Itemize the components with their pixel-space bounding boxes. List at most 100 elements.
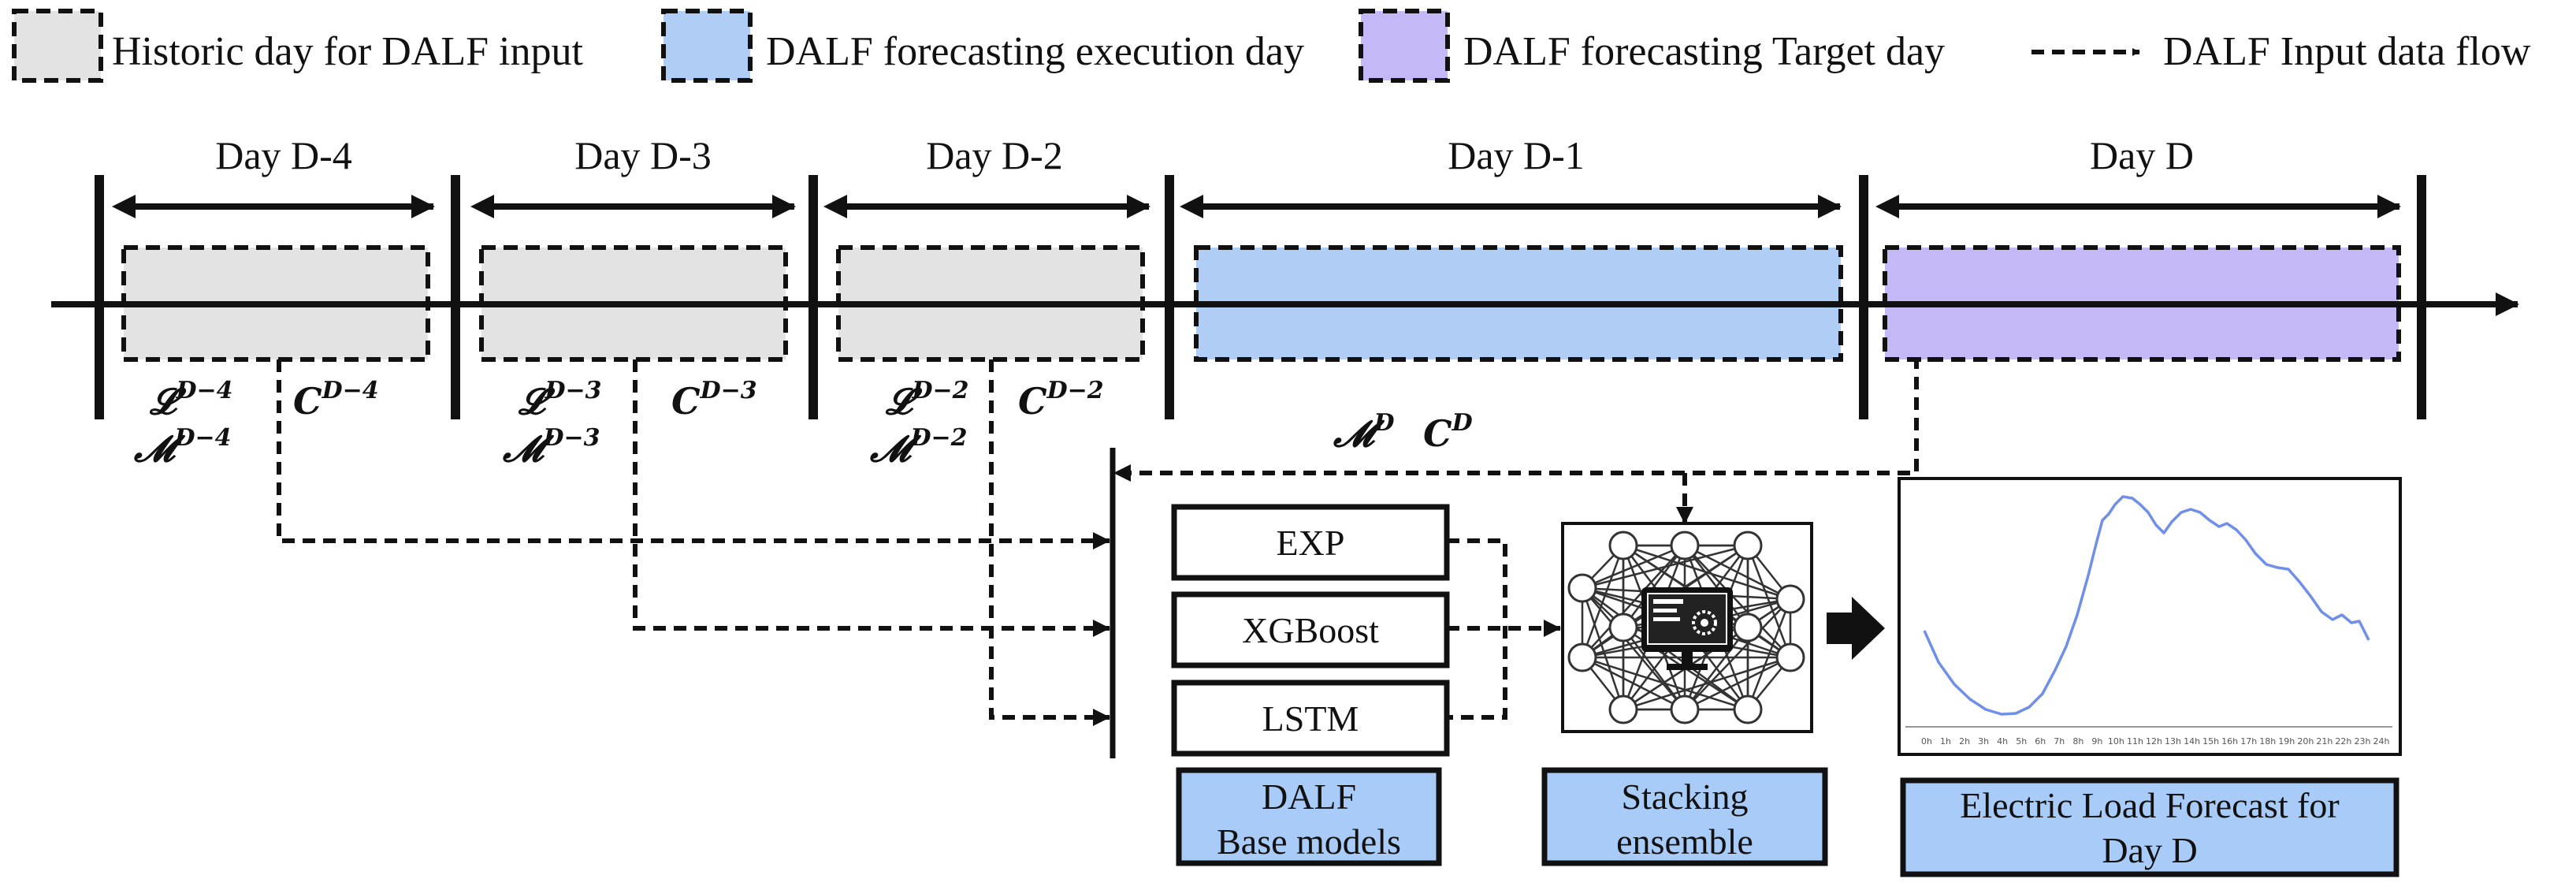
input-variables-d4: 𝓛D−4 𝓜D−4 𝑪D−4	[133, 377, 379, 470]
computer-icon	[1641, 587, 1733, 670]
flow-d3-to-xgboost	[633, 359, 1110, 637]
x-tick-label: 9h	[2091, 736, 2102, 747]
network-edge	[1582, 544, 1686, 590]
x-tick-label: 20h	[2297, 736, 2314, 747]
stacking-ensemble-network	[1561, 522, 1813, 733]
network-node	[1670, 531, 1700, 560]
svg-text:𝑪D−3: 𝑪D−3	[671, 377, 757, 423]
network-edge	[1684, 598, 1791, 710]
calendar-symbol: 𝑪	[293, 380, 322, 423]
model-box-lstm	[1171, 680, 1450, 757]
network-node	[1608, 694, 1638, 724]
day-label-d4: Day D-4	[215, 133, 352, 177]
network-node	[1608, 531, 1638, 560]
model-label-exp: EXP	[1277, 523, 1345, 563]
x-tick-label: 2h	[1959, 736, 1970, 747]
superscript: D−4	[322, 377, 379, 404]
network-node	[1775, 584, 1805, 614]
day-label-d3: Day D-3	[574, 133, 712, 177]
x-tick-label: 5h	[2016, 736, 2027, 747]
network-edge	[1746, 545, 1792, 658]
legend-swatch-execution	[661, 9, 753, 83]
superscript: D	[1452, 409, 1473, 437]
svg-text:𝓛D−4: 𝓛D−4	[149, 377, 232, 423]
legend-label-execution: DALF forecasting execution day	[766, 29, 1304, 74]
network-edge	[1581, 587, 1625, 710]
network-edge	[1684, 656, 1791, 711]
forecast-label-line1: Electric Load Forecast for	[1960, 785, 2340, 825]
forecast-chart-frame	[1898, 477, 2402, 756]
network-edge	[1684, 627, 1749, 710]
x-tick-label: 19h	[2278, 736, 2295, 747]
network-node	[1733, 613, 1763, 642]
base-models-label-box	[1176, 767, 1442, 866]
calendar-symbol: 𝑪	[1018, 380, 1047, 423]
model-box-exp	[1171, 504, 1450, 581]
calendar-symbol: 𝑪	[1423, 412, 1452, 455]
network-edge	[1684, 545, 1791, 658]
x-tick-label: 1h	[1940, 736, 1951, 747]
superscript: D−3	[543, 424, 600, 452]
network-edge	[1684, 545, 1749, 628]
svg-text:𝑪D−2: 𝑪D−2	[1018, 377, 1104, 423]
x-tick-label: 10h	[2108, 736, 2124, 747]
stacking-label-line2: ensemble	[1616, 821, 1753, 862]
stacking-label-box	[1541, 767, 1828, 866]
model-label-xgboost: XGBoost	[1242, 610, 1379, 650]
network-node	[1775, 642, 1805, 672]
svg-text:𝓜D: 𝓜D	[1333, 409, 1395, 455]
x-tick-label: 23h	[2354, 736, 2370, 747]
network-node	[1567, 573, 1597, 603]
svg-text:𝑪D−4: 𝑪D−4	[293, 377, 379, 423]
superscript: D	[1373, 409, 1395, 437]
x-tick-label: 22h	[2335, 736, 2351, 747]
x-tick-label: 0h	[1921, 736, 1932, 747]
x-tick-label: 18h	[2259, 736, 2276, 747]
input-variables-d3: 𝓛D−3 𝓜D−3 𝑪D−3	[502, 377, 757, 470]
x-tick-label: 24h	[2373, 736, 2390, 747]
forecast-label-box	[1900, 777, 2399, 877]
legend-label-dataflow: DALF Input data flow	[2163, 29, 2531, 74]
network-edge	[1623, 545, 1686, 628]
x-tick-label: 8h	[2072, 736, 2083, 747]
forecast-load-line	[1923, 495, 2370, 716]
superscript: D−2	[1046, 377, 1104, 404]
network-edge	[1582, 545, 1686, 658]
x-tick-label: 12h	[2146, 736, 2162, 747]
superscript: D−4	[175, 377, 232, 404]
flow-d0-forecast-inputs	[1113, 357, 1940, 482]
network-edge	[1581, 545, 1625, 658]
network-node	[1608, 613, 1638, 642]
superscript: D−4	[174, 424, 232, 452]
day-label-d0: Day D	[2090, 133, 2194, 177]
svg-text:𝓜D−3: 𝓜D−3	[502, 424, 600, 470]
forecast-label-line2: Day D	[2102, 830, 2197, 870]
network-edge	[1623, 656, 1791, 711]
network-node	[1567, 642, 1597, 672]
x-tick-label: 6h	[2035, 736, 2046, 747]
x-tick-label: 14h	[2184, 736, 2200, 747]
superscript: D−2	[910, 424, 968, 452]
model-box-xgboost	[1171, 591, 1450, 668]
legend-label-historic: Historic day for DALF input	[112, 29, 583, 74]
svg-text:𝑪D: 𝑪D	[1423, 409, 1473, 455]
x-tick-label: 3h	[1978, 736, 1989, 747]
stacking-label-line1: Stacking	[1622, 776, 1749, 817]
flow-models-merge	[1447, 538, 1507, 720]
network-node	[1733, 694, 1763, 724]
timeline: Day D-4 Day D-3 Day D-2 Day D-1 Day D	[51, 133, 2519, 419]
superscript: D−2	[911, 377, 968, 404]
legend-swatch-target	[1359, 9, 1450, 83]
x-tick-label: 16h	[2221, 736, 2238, 747]
base-models: EXP XGBoost LSTM	[1171, 504, 1450, 757]
network-node	[1733, 531, 1763, 560]
x-tick-label: 7h	[2054, 736, 2065, 747]
flow-d2-to-lstm	[989, 359, 1110, 726]
x-tick-label: 17h	[2240, 736, 2257, 747]
x-tick-label: 4h	[1997, 736, 2008, 747]
base-models-label-line2: Base models	[1217, 821, 1401, 862]
input-variables-d2: 𝓛D−2 𝓜D−2 𝑪D−2	[869, 377, 1104, 470]
base-models-label-line1: DALF	[1262, 776, 1356, 817]
